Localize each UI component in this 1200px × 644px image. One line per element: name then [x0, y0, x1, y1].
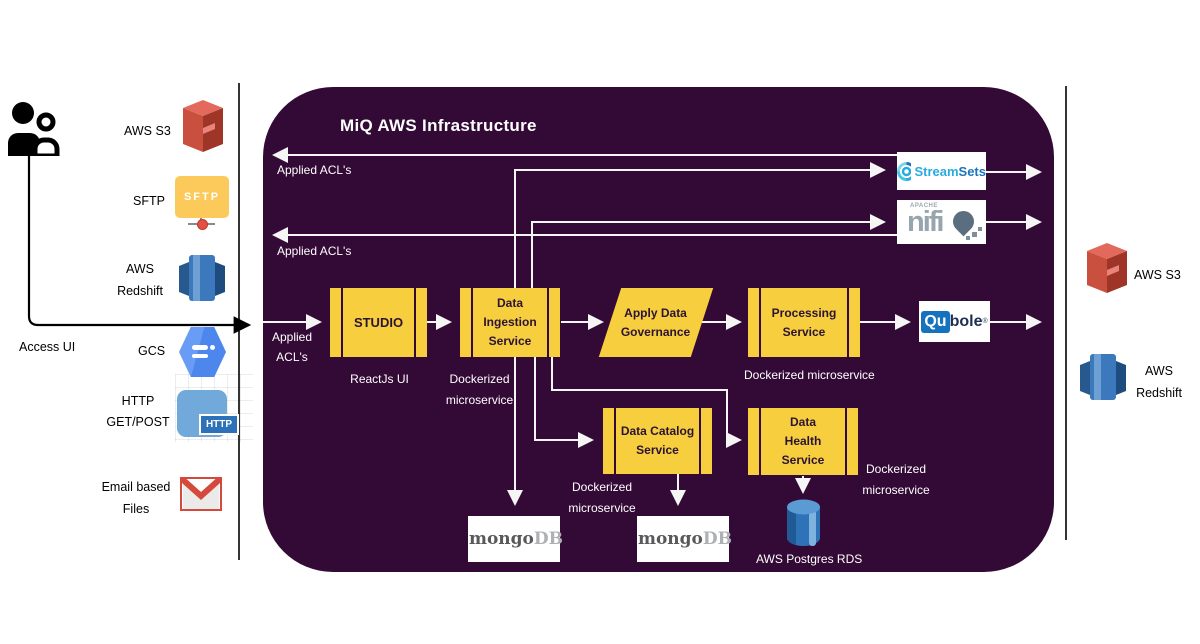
target-redshift-line2: Redshift [1136, 386, 1182, 400]
qubole-bole-text: bole [949, 312, 983, 330]
qubole-reg-mark: ® [982, 318, 988, 325]
processing-subtitle: Dockerized microservice [744, 368, 875, 382]
applied-acls-mid-label: Applied ACL's [277, 244, 352, 258]
source-s3-label: AWS S3 [124, 124, 171, 138]
gcs-icon-bar [192, 345, 208, 350]
mongodb2-text-a: mongo [637, 529, 703, 549]
ingestion-line1: Data [496, 296, 523, 310]
source-http-label: HTTP GET/POST [103, 391, 173, 433]
source-email-line2: Files [122, 502, 150, 516]
source-redshift-line1: AWS [125, 262, 154, 276]
applied-acls-entry-label: Applied ACL's [266, 327, 318, 367]
health-line1: Data [789, 415, 816, 429]
source-email-line1: Email based [101, 480, 171, 494]
aws-s3-icon [183, 100, 223, 152]
nifi-pixel-3 [978, 227, 982, 231]
aws-postgres-rds-icon [787, 499, 820, 546]
sftp-connector-node [197, 219, 208, 230]
nifi-apache-text: APACHE [910, 203, 938, 209]
diagram-title: MiQ AWS Infrastructure [340, 116, 537, 135]
health-sub2: microservice [862, 483, 930, 497]
gcs-icon [179, 327, 226, 377]
ingestion-subtitle: Dockerized microservice [432, 369, 527, 411]
health-line2: Health [784, 434, 822, 448]
nifi-pixel-2 [966, 236, 970, 240]
mongodb2-text-b: DB [702, 529, 733, 549]
governance-line2: Governance [621, 324, 691, 339]
ingestion-line3: Service [488, 334, 532, 348]
source-sftp-label: SFTP [133, 194, 165, 208]
source-gcs-label: GCS [138, 344, 166, 358]
health-subtitle: Dockerized microservice [857, 459, 935, 501]
catalog-sub2: microservice [568, 501, 636, 515]
aws-redshift-target-icon [1080, 354, 1126, 400]
mongodb1-text-a: mongo [468, 529, 534, 549]
source-redshift-line2: Redshift [117, 284, 163, 298]
catalog-subtitle: Dockerized microservice [556, 477, 648, 519]
node-studio-title: STUDIO [353, 315, 404, 330]
target-redshift-line1: AWS [1144, 364, 1173, 378]
target-redshift-label: AWS Redshift [1128, 360, 1190, 404]
aws-s3-target-icon [1087, 243, 1127, 293]
governance-line1: Apply Data [624, 305, 688, 320]
nifi-logo: APACHE nifi [897, 200, 986, 244]
source-http-line2: GET/POST [106, 415, 170, 429]
source-redshift-label: AWS Redshift [108, 258, 172, 302]
catalog-line2: Service [636, 443, 679, 457]
node-data-catalog-service: Data Catalog Service [603, 408, 712, 474]
ingestion-sub1: Dockerized [449, 372, 510, 386]
applied-entry-line2: ACL's [276, 350, 308, 364]
applied-acls-top-label: Applied ACL's [277, 163, 352, 177]
applied-entry-line1: Applied [271, 330, 313, 344]
processing-line1: Processing [771, 305, 837, 320]
streamsets-swirl-icon [897, 161, 912, 181]
node-studio: STUDIO [330, 288, 427, 357]
catalog-line1: Data Catalog [620, 424, 695, 438]
http-icon-badge: HTTP [199, 414, 239, 435]
health-line3: Service [781, 453, 825, 467]
gcs-icon-bar2 [192, 354, 208, 358]
studio-subtitle: ReactJs UI [350, 372, 409, 386]
access-ui-label: Access UI [19, 340, 76, 354]
aws-redshift-icon [179, 255, 225, 301]
nifi-pixel-1 [972, 232, 977, 237]
governance-text: Apply Data Governance [621, 304, 690, 342]
source-email-label: Email based Files [98, 476, 174, 520]
streamsets-logo: StreamSets [897, 152, 986, 190]
streamsets-text-a: Stream [914, 163, 959, 179]
source-http-line1: HTTP [121, 394, 155, 408]
sftp-folder-text: SFTP [183, 191, 221, 203]
gcs-icon-dot [210, 345, 215, 350]
processing-line2: Service [782, 324, 826, 339]
ingestion-sub2: microservice [445, 393, 514, 407]
qubole-qu-badge: Qu [921, 310, 950, 333]
ingestion-line2: Ingestion [483, 315, 537, 329]
nifi-text: nifi [907, 206, 944, 238]
users-icon [8, 102, 60, 156]
sftp-folder-icon: SFTP [175, 176, 229, 218]
mongodb1-text-b: DB [533, 529, 564, 549]
streamsets-text: StreamSets [914, 164, 986, 179]
streamsets-text-b: Sets [958, 163, 986, 179]
gmail-icon [180, 477, 222, 511]
rds-label: AWS Postgres RDS [756, 552, 863, 566]
target-s3-label: AWS S3 [1134, 268, 1181, 282]
catalog-sub1: Dockerized [571, 480, 633, 494]
node-data-health-service: Data Health Service [748, 408, 858, 475]
health-sub1: Dockerized [865, 462, 927, 476]
node-data-ingestion: Data Ingestion Service [460, 288, 560, 357]
node-processing-service: Processing Service [748, 288, 860, 357]
